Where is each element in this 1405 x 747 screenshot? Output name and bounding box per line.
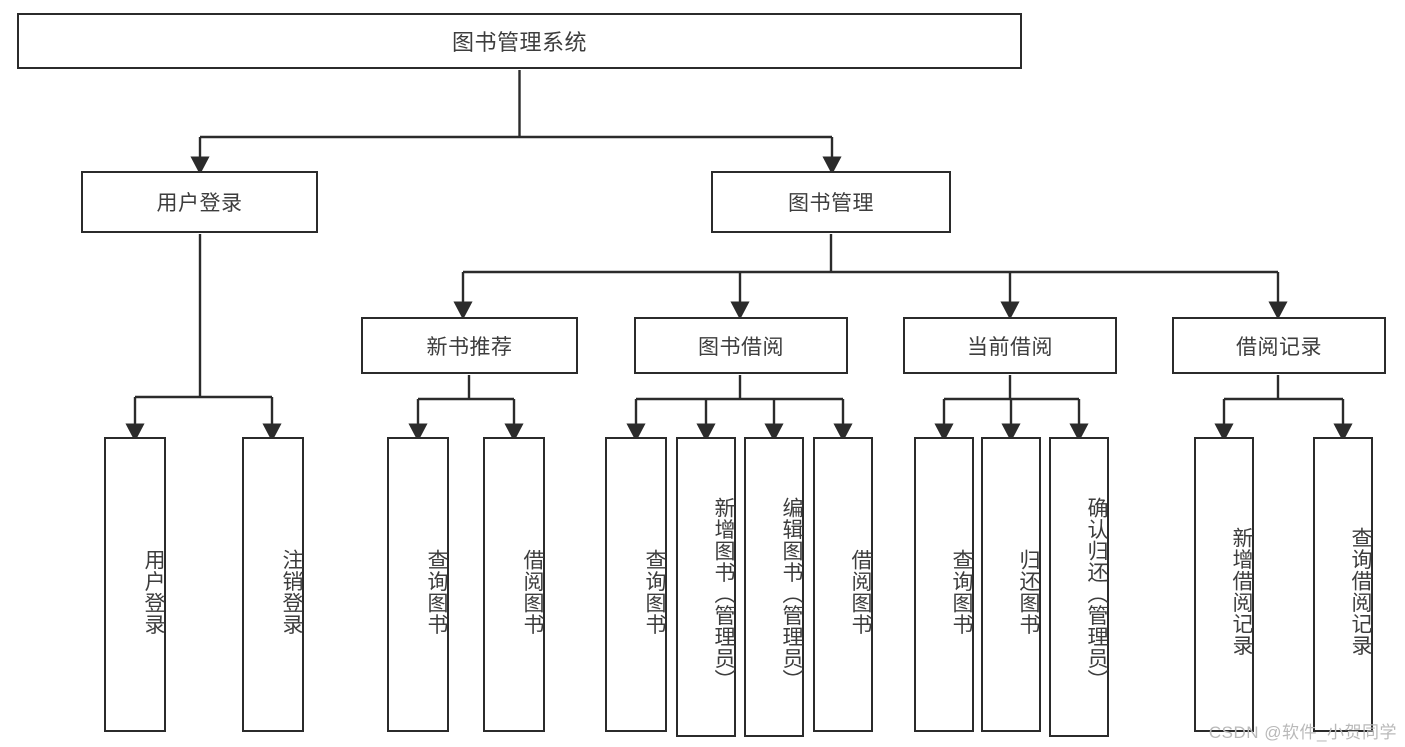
node-label: 查询借阅记录 <box>1349 527 1372 656</box>
leaf-new-book-query[interactable]: 查询图书 <box>387 437 449 732</box>
leaf-current-borrow-query[interactable]: 查询图书 <box>914 437 974 732</box>
node-label: 当前借阅 <box>967 335 1053 359</box>
node-book-management[interactable]: 图书管理 <box>711 171 951 233</box>
node-label: 编辑图书（管理员） <box>780 497 803 691</box>
node-label: 借阅图书 <box>849 548 872 635</box>
leaf-borrow-record-add[interactable]: 新增借阅记录 <box>1194 437 1254 732</box>
leaf-book-borrow-borrow[interactable]: 借阅图书 <box>813 437 873 732</box>
node-label: 查询图书 <box>643 548 666 635</box>
leaf-book-borrow-query[interactable]: 查询图书 <box>605 437 667 732</box>
node-label: 用户登录 <box>156 192 243 215</box>
node-label: 新书推荐 <box>426 335 513 359</box>
node-label: 新增借阅记录 <box>1230 527 1253 656</box>
leaf-current-borrow-confirm-return[interactable]: 确认归还（管理员） <box>1049 437 1109 737</box>
node-label: 查询图书 <box>950 548 973 635</box>
node-root-system[interactable]: 图书管理系统 <box>17 13 1022 69</box>
node-new-book-recommend[interactable]: 新书推荐 <box>361 317 578 374</box>
leaf-new-book-borrow[interactable]: 借阅图书 <box>483 437 545 732</box>
leaf-borrow-record-query[interactable]: 查询借阅记录 <box>1313 437 1373 732</box>
node-label: 用户登录 <box>142 548 165 635</box>
node-label: 图书管理 <box>788 192 874 215</box>
node-user-login[interactable]: 用户登录 <box>81 171 318 233</box>
node-label: 借阅记录 <box>1236 335 1322 359</box>
node-label: 归还图书 <box>1017 548 1040 635</box>
node-borrow-record[interactable]: 借阅记录 <box>1172 317 1386 374</box>
leaf-user-login-login[interactable]: 用户登录 <box>104 437 166 732</box>
watermark: CSDN @软件_小贺同学 <box>1208 723 1397 742</box>
node-label: 查询图书 <box>425 548 448 635</box>
node-book-borrow[interactable]: 图书借阅 <box>634 317 848 374</box>
node-label: 借阅图书 <box>521 548 544 635</box>
leaf-book-borrow-add[interactable]: 新增图书（管理员） <box>676 437 736 737</box>
node-label: 新增图书（管理员） <box>712 497 735 691</box>
node-current-borrow[interactable]: 当前借阅 <box>903 317 1117 374</box>
leaf-book-borrow-edit[interactable]: 编辑图书（管理员） <box>744 437 804 737</box>
node-label: 图书管理系统 <box>451 30 587 55</box>
node-label: 确认归还（管理员） <box>1085 497 1108 691</box>
leaf-user-login-logout[interactable]: 注销登录 <box>242 437 304 732</box>
leaf-current-borrow-return[interactable]: 归还图书 <box>981 437 1041 732</box>
node-label: 图书借阅 <box>698 335 784 359</box>
node-label: 注销登录 <box>280 548 303 635</box>
